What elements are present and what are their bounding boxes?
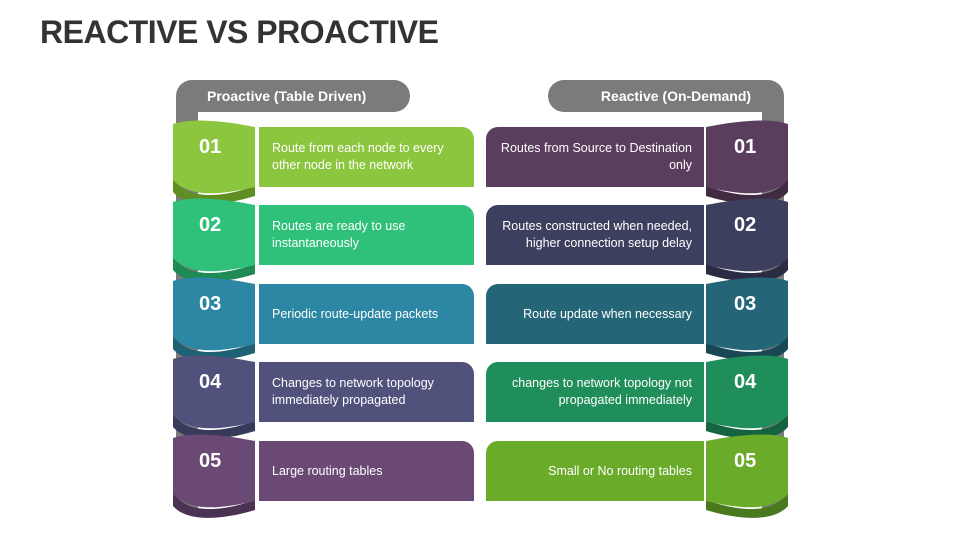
reactive-number: 01 xyxy=(734,136,757,158)
proactive-number: 04 xyxy=(199,371,222,393)
proactive-number: 05 xyxy=(199,450,222,472)
proactive-item-text: Periodic route-update packets xyxy=(272,306,439,321)
proactive-number-tab: 03 xyxy=(170,275,255,361)
reactive-number-tab: 01 xyxy=(706,118,791,204)
reactive-item-box: Small or No routing tables xyxy=(486,441,704,501)
proactive-number-tab: 02 xyxy=(170,196,255,282)
reactive-item-text: Small or No routing tables xyxy=(548,463,692,478)
reactive-number: 05 xyxy=(734,450,757,472)
reactive-item-text: changes to network topology not propagat… xyxy=(512,376,692,407)
proactive-item-box: Routes are ready to use instantaneously xyxy=(259,205,474,265)
comparison-row: 04 Changes to network topology immediatel… xyxy=(0,353,960,439)
reactive-number-tab: 04 xyxy=(706,353,791,439)
page-title: REACTIVE VS PROACTIVE xyxy=(40,14,439,50)
reactive-number: 02 xyxy=(734,214,757,236)
reactive-item-box: Route update when necessary xyxy=(486,284,704,344)
reactive-item-text: Routes constructed when needed, higher c… xyxy=(502,219,692,250)
reactive-item-box: changes to network topology not propagat… xyxy=(486,362,704,422)
proactive-number-tab: 04 xyxy=(170,353,255,439)
reactive-header: Reactive (On-Demand) xyxy=(548,80,784,112)
reactive-number: 04 xyxy=(734,371,757,393)
comparison-row: 01 Route from each node to every other no… xyxy=(0,118,960,204)
reactive-number-tab: 02 xyxy=(706,196,791,282)
proactive-item-text: Large routing tables xyxy=(272,463,383,478)
ribbon-tab-shape xyxy=(173,198,255,282)
ribbon-tab-shape xyxy=(706,434,788,518)
ribbon-tab-shape xyxy=(706,277,788,361)
proactive-number: 02 xyxy=(199,214,222,236)
ribbon-tab-shape xyxy=(173,355,255,439)
proactive-number-tab: 05 xyxy=(170,432,255,518)
proactive-item-box: Changes to network topology immediately … xyxy=(259,362,474,422)
proactive-item-text: Route from each node to every other node… xyxy=(272,141,444,172)
reactive-item-text: Route update when necessary xyxy=(523,306,692,321)
ribbon-tab-shape xyxy=(173,120,255,204)
reactive-item-box: Routes from Source to Destination only xyxy=(486,127,704,187)
ribbon-tab-shape xyxy=(173,434,255,518)
proactive-number: 03 xyxy=(199,293,222,315)
reactive-number: 03 xyxy=(734,293,757,315)
proactive-header: Proactive (Table Driven) xyxy=(176,80,410,112)
proactive-item-text: Routes are ready to use instantaneously xyxy=(272,219,406,250)
proactive-number-tab: 01 xyxy=(170,118,255,204)
comparison-row: 02 Routes are ready to use instantaneousl… xyxy=(0,196,960,282)
proactive-item-box: Periodic route-update packets xyxy=(259,284,474,344)
reactive-number-tab: 03 xyxy=(706,275,791,361)
ribbon-tab-shape xyxy=(173,277,255,361)
proactive-item-box: Large routing tables xyxy=(259,441,474,501)
reactive-item-box: Routes constructed when needed, higher c… xyxy=(486,205,704,265)
reactive-number-tab: 05 xyxy=(706,432,791,518)
ribbon-tab-shape xyxy=(706,120,788,204)
reactive-item-text: Routes from Source to Destination only xyxy=(500,141,692,172)
proactive-item-box: Route from each node to every other node… xyxy=(259,127,474,187)
proactive-number: 01 xyxy=(199,136,222,158)
ribbon-tab-shape xyxy=(706,355,788,439)
ribbon-tab-shape xyxy=(706,198,788,282)
proactive-item-text: Changes to network topology immediately … xyxy=(272,376,434,407)
